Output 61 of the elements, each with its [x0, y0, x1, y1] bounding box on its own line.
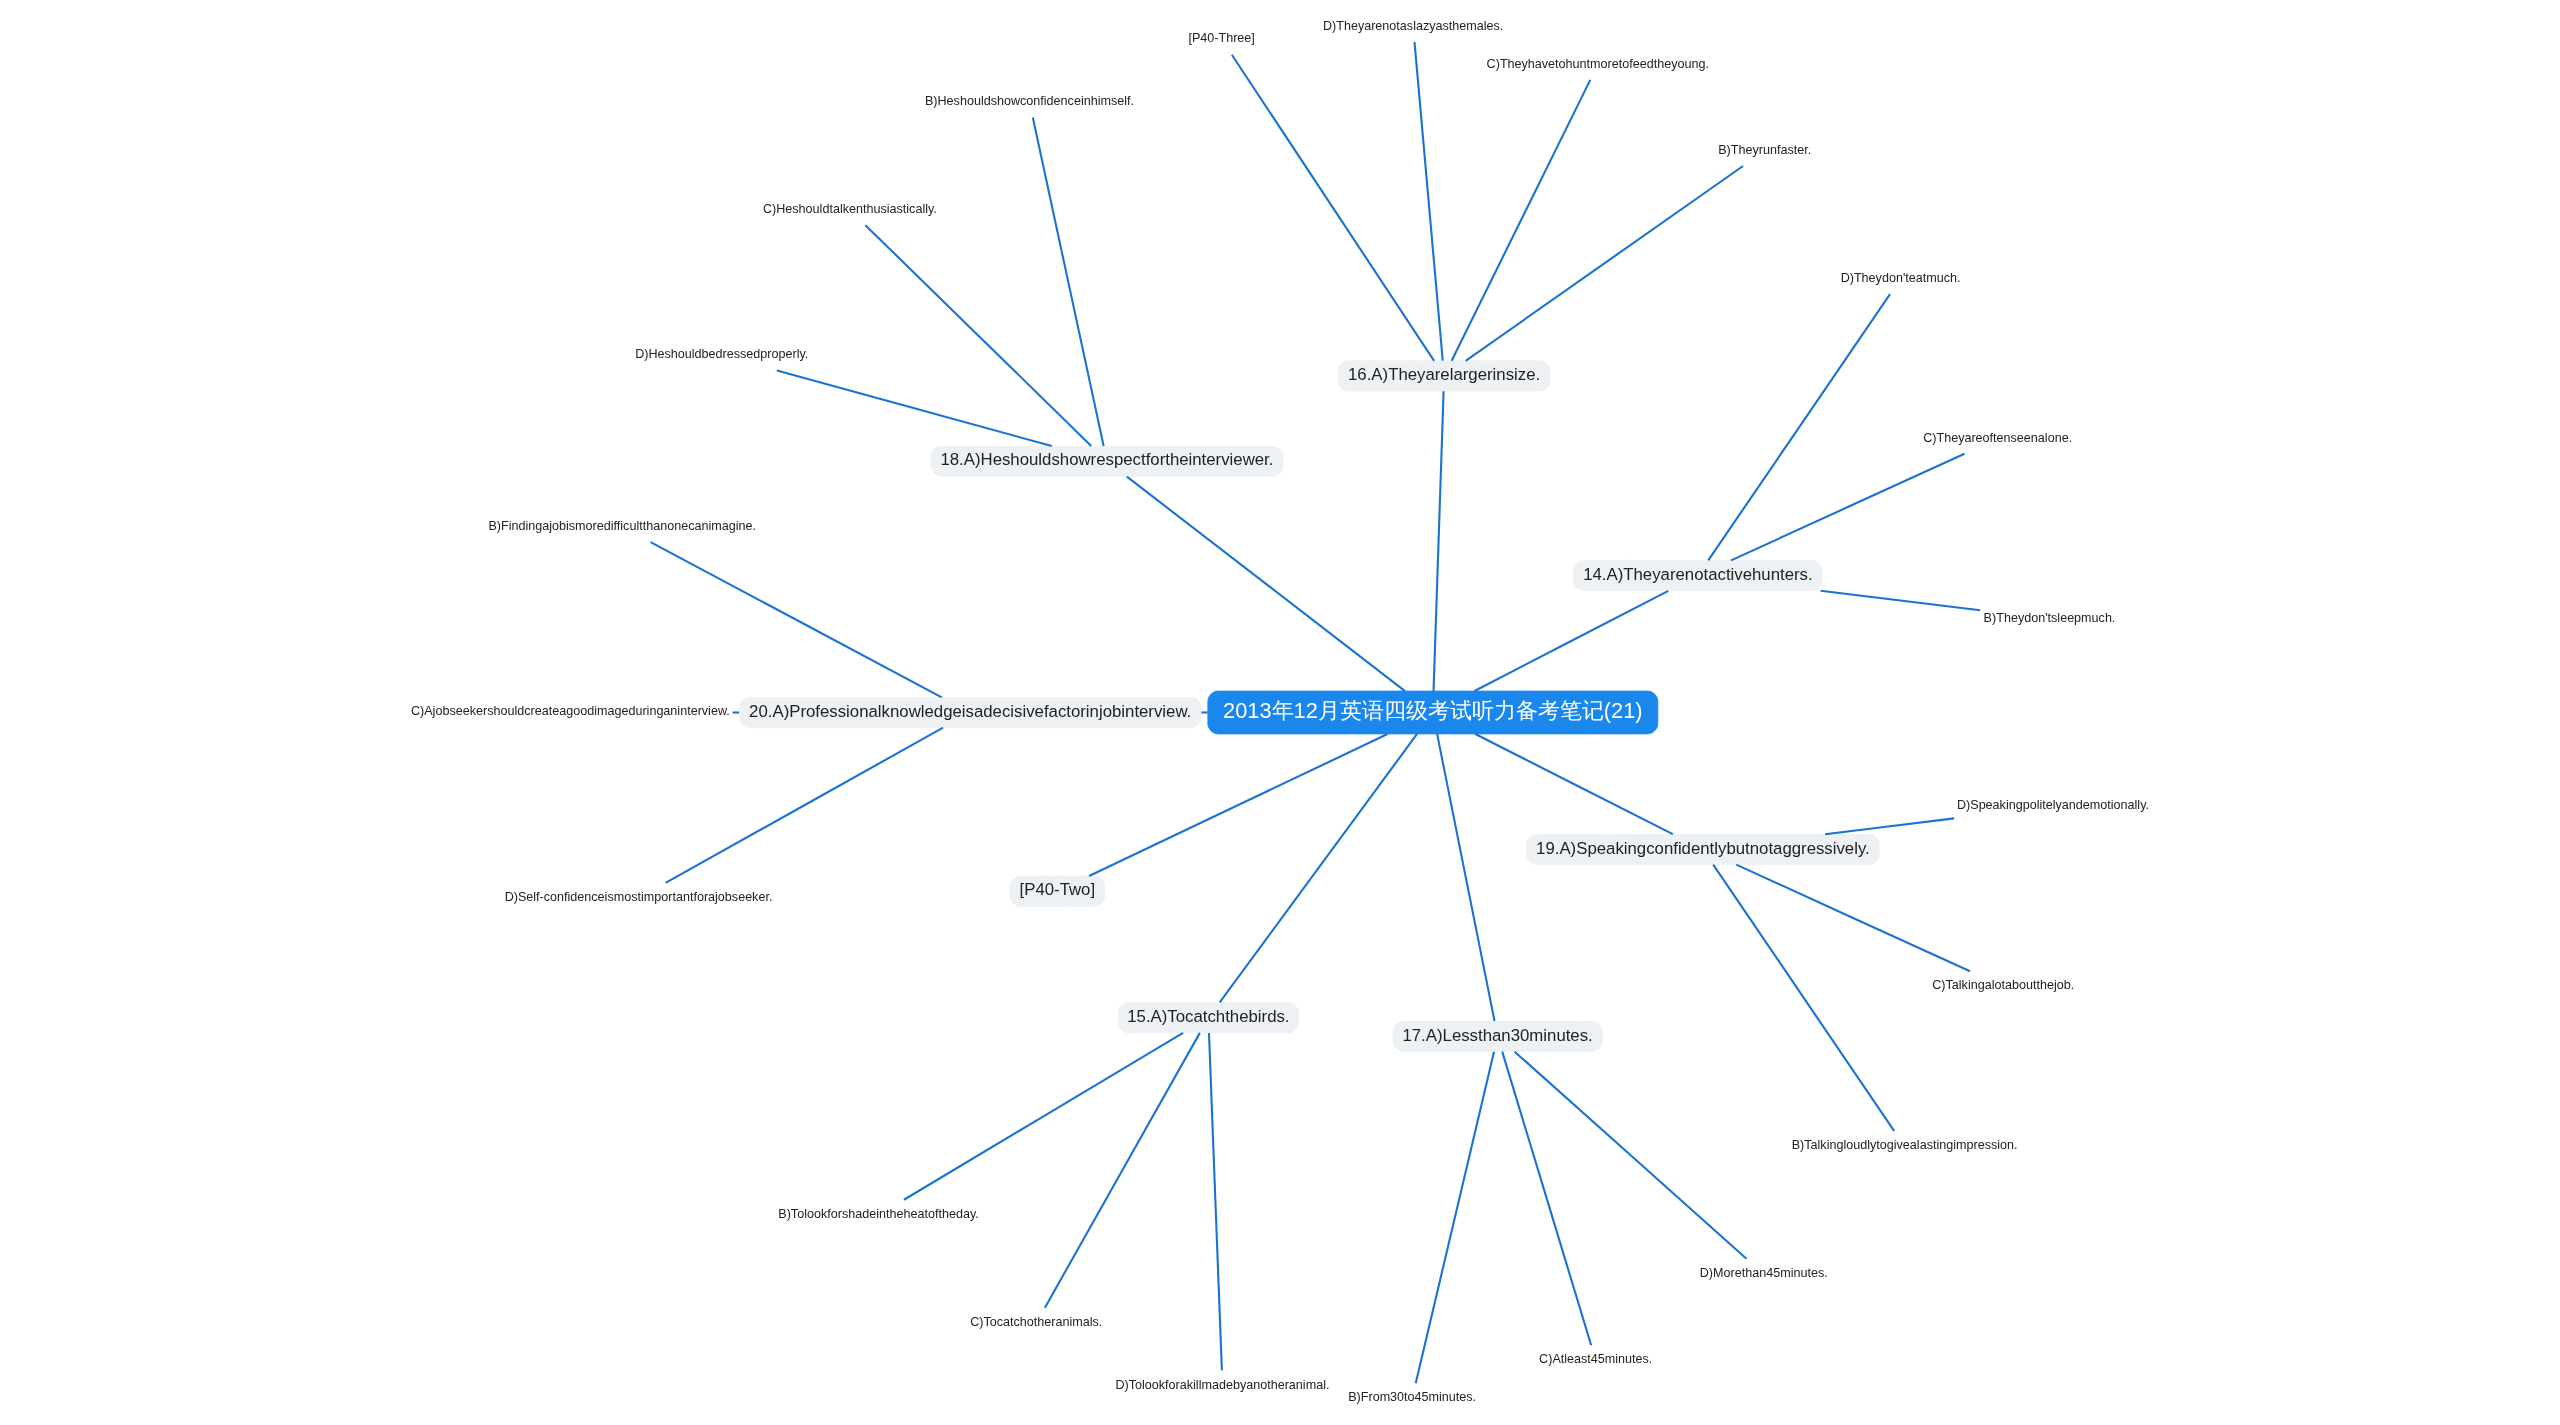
connector — [1712, 864, 1895, 1132]
connector — [732, 711, 740, 714]
connector — [650, 541, 943, 699]
node-box: [P40-Two] — [1009, 875, 1106, 907]
node-text: D)Theyarenotaslazyasthemales. — [1322, 18, 1504, 33]
connector — [776, 369, 1053, 448]
connector — [1825, 817, 1955, 836]
connector — [1031, 117, 1105, 447]
connector — [1088, 733, 1388, 877]
node-text: B)Theyrunfaster. — [1718, 142, 1812, 157]
node-text: C)Atleast45minutes. — [1539, 1352, 1653, 1367]
node-text: B)Tolookforshadeintheheatoftheday. — [778, 1206, 979, 1221]
node-box: 16.A)Theyarelargerinsize. — [1337, 360, 1551, 392]
connector — [665, 726, 944, 884]
connector — [1513, 1050, 1748, 1260]
node-text: B)Findingajobismoredifficultthanonecanimagine. — [488, 518, 756, 533]
node-text: C)Heshouldtalkenthusiastically. — [762, 201, 937, 216]
node-text: C)Theyareoftenseenalone. — [1923, 430, 2073, 445]
connector — [864, 224, 1092, 447]
connector — [1126, 475, 1406, 692]
node-box: 17.A)Lessthan30minutes. — [1392, 1020, 1603, 1052]
node-text: C)Theyhavetohuntmoretofeedtheyoung. — [1486, 56, 1709, 71]
node-text: C)Tocatchotheranimals. — [970, 1314, 1103, 1329]
node-text: D)Morethan45minutes. — [1699, 1266, 1828, 1281]
connector — [1207, 1033, 1223, 1371]
connector — [1436, 733, 1496, 1022]
node-text: B)Talkingloudlytogivealastingimpression. — [1791, 1138, 2018, 1153]
connector — [1474, 589, 1669, 692]
node-box: 18.A)Heshouldshowrespectfortheinterviewer. — [930, 445, 1284, 477]
node-text: D)Speakingpolitelyandemotionally. — [1956, 798, 2150, 813]
node-text: B)From30to45minutes. — [1348, 1390, 1477, 1405]
connector — [903, 1031, 1184, 1201]
connector — [1432, 391, 1445, 691]
node-text: D)Self-confidenceismostimportantforajobseeker. — [504, 889, 773, 904]
connector — [1230, 54, 1435, 362]
connector — [1730, 452, 1965, 562]
connector — [1201, 711, 1208, 714]
node-text: D)Tolookforakillmadebyanotheranimal. — [1115, 1377, 1330, 1392]
connector — [1501, 1051, 1593, 1346]
node-box: 20.A)Professionalknowledgeisadecisivefactorinjobinterview. — [738, 696, 1202, 729]
node-box: 15.A)Tocatchthebirds. — [1117, 1002, 1300, 1034]
connector — [1735, 863, 1971, 973]
node-text: C)Talkingalotaboutthejob. — [1932, 978, 2075, 993]
connector — [1450, 79, 1592, 362]
connector — [1413, 41, 1444, 361]
node-box: 14.A)Theyarenotactivehunters. — [1573, 560, 1823, 592]
connector — [1474, 733, 1674, 836]
node-text: [P40-Three] — [1188, 31, 1255, 46]
node-box: 19.A)Speakingconfidentlybutnotaggressively. — [1526, 833, 1880, 865]
node-text: B)Theydon'tsleepmuch. — [1983, 610, 2116, 625]
node-text: D)Heshouldbedressedproperly. — [635, 347, 809, 362]
connector — [1414, 1051, 1496, 1384]
node-text: C)Ajobseekershouldcreateagoodimageduringaninterview. — [410, 704, 730, 719]
node-text: B)Heshouldshowconfidenceinhimself. — [924, 93, 1135, 108]
connector — [1465, 165, 1744, 362]
connector — [1218, 733, 1418, 1003]
node-text: D)Theydon'teatmuch. — [1840, 270, 1961, 285]
connector — [1820, 589, 1981, 612]
node-box: 2013年12月英语四级考试听力备考笔记(21) — [1207, 690, 1659, 735]
connector — [1707, 293, 1891, 561]
connector — [1043, 1032, 1201, 1309]
